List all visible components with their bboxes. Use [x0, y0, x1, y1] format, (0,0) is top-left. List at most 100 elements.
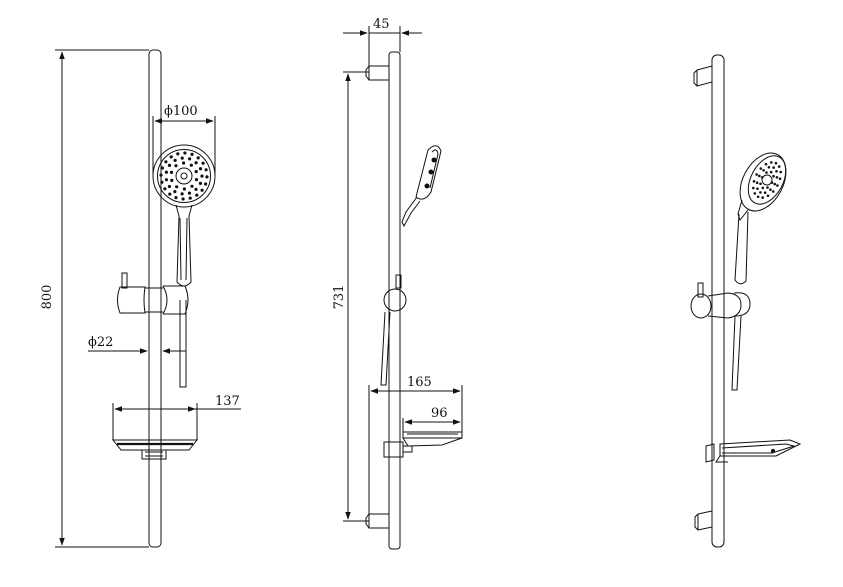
nozzle-dot — [167, 184, 171, 189]
iso-soap-dish — [705, 439, 802, 463]
dim-total-height: 800 — [40, 49, 149, 548]
nozzle-dot — [774, 161, 778, 165]
dim-shelf-depth: 96 — [402, 406, 461, 432]
front-rail — [148, 49, 162, 548]
nozzle-dot — [159, 173, 163, 177]
perspective-view — [690, 54, 802, 548]
nozzle-dot — [164, 178, 168, 182]
front-shower-head — [152, 144, 216, 208]
nozzle-dot — [776, 184, 779, 187]
nozzle-dot — [180, 156, 184, 160]
nozzle-dot — [188, 157, 192, 161]
nozzle-dot — [755, 181, 759, 184]
nozzle-dot — [759, 182, 762, 186]
nozzle-dot — [764, 162, 768, 166]
nozzle-dot — [173, 158, 177, 162]
nozzle-dot — [775, 170, 778, 173]
iso-shower-head — [737, 152, 787, 222]
nozzle-dot — [752, 180, 756, 183]
nozzle-dot — [182, 161, 186, 165]
iso-slider-holder — [690, 282, 751, 319]
nozzle-dot — [772, 174, 775, 178]
label-head-diameter: ϕ100 — [164, 104, 198, 119]
nozzle-dot — [205, 175, 209, 179]
nozzle-dot — [183, 151, 187, 155]
side-soap-dish — [383, 431, 463, 458]
nozzle-dot — [169, 170, 174, 174]
nozzle-dot — [194, 161, 198, 165]
front-view: 800 ϕ100 ϕ22 137 — [40, 49, 241, 548]
nozzle-dot — [164, 170, 168, 174]
nozzle-dot — [759, 191, 762, 194]
dim-depth: 45 — [343, 17, 422, 66]
dim-head-diameter: ϕ100 — [152, 104, 216, 176]
front-hose — [179, 300, 187, 388]
nozzle-dot — [190, 184, 194, 188]
nozzle-dot — [753, 192, 757, 195]
side-rail — [388, 51, 401, 550]
nozzle-dot — [761, 186, 765, 190]
nozzle-dot — [187, 191, 192, 195]
nozzle-dot — [194, 178, 199, 182]
label-projection: 165 — [407, 375, 432, 390]
nozzle-dot — [758, 174, 761, 178]
nozzle-dot — [194, 170, 198, 174]
front-slider-holder — [117, 272, 189, 315]
nozzle-dot — [773, 182, 776, 186]
nozzle-dot — [175, 185, 179, 189]
label-bracket-span: 731 — [332, 285, 347, 310]
nozzle-dot — [200, 174, 204, 178]
nozzle-dot — [200, 188, 204, 192]
label-total-height: 800 — [40, 285, 55, 310]
nozzle-dot — [174, 196, 178, 200]
side-hose — [380, 311, 391, 386]
nozzle-dot — [765, 171, 768, 174]
label-shelf-width: 137 — [215, 394, 240, 409]
nozzle-dot — [752, 186, 755, 190]
nozzle-dot — [189, 163, 193, 167]
nozzle-dot — [195, 193, 199, 197]
nozzle-dot — [196, 156, 200, 160]
nozzle-dot — [761, 196, 764, 199]
side-top-bracket — [365, 65, 390, 81]
nozzle-dot — [201, 161, 205, 165]
nozzle-dot — [756, 195, 760, 199]
nozzle-dot — [194, 187, 198, 191]
nozzle-dot — [770, 161, 773, 164]
nozzle-dot — [778, 177, 782, 180]
label-depth: 45 — [373, 17, 390, 32]
nozzle-dot — [756, 187, 759, 190]
iso-handle — [734, 211, 749, 285]
nozzle-dot — [170, 178, 174, 182]
nozzle-dot — [169, 155, 173, 159]
nozzle-dot — [160, 166, 164, 170]
side-shower-head — [401, 145, 442, 228]
front-soap-dish — [111, 439, 199, 460]
dim-bracket-span: 731 — [332, 71, 369, 522]
nozzle-dot — [779, 170, 782, 174]
dim-rail-diameter: ϕ22 — [88, 335, 186, 354]
nozzle-dot — [763, 191, 767, 194]
nozzle-dot — [174, 164, 178, 168]
nozzle-dot — [173, 190, 177, 194]
side-bottom-bracket — [365, 513, 390, 529]
dim-projection: 165 — [368, 375, 463, 514]
nozzle-dot — [766, 194, 770, 198]
side-view: 45 731 165 96 — [332, 17, 463, 550]
nozzle-dot — [188, 196, 192, 200]
nozzle-dot — [204, 182, 208, 186]
nozzle-dot — [769, 170, 773, 174]
nozzle-dot — [167, 163, 172, 167]
nozzle-dot — [759, 167, 763, 170]
nozzle-dot — [164, 160, 168, 164]
nozzle-dot — [766, 186, 769, 189]
nozzle-dot — [762, 169, 765, 172]
nozzle-dot — [767, 166, 771, 169]
iso-rail — [711, 54, 725, 548]
dim-shelf-width: 137 — [112, 394, 241, 440]
iso-hose — [731, 315, 742, 391]
nozzle-dot — [176, 152, 180, 156]
nozzle-dot — [168, 192, 172, 196]
nozzle-dot — [198, 181, 202, 185]
label-rail-diameter: ϕ22 — [88, 335, 113, 350]
